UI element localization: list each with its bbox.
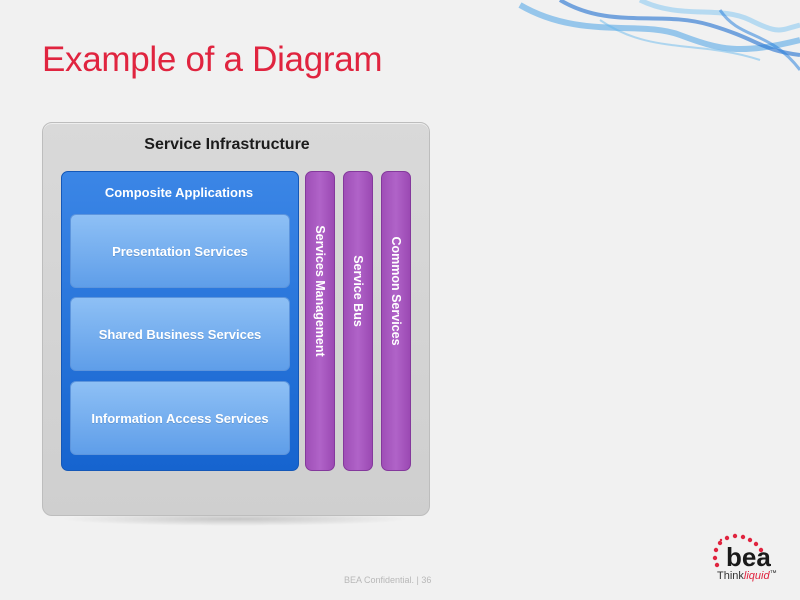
services-management-label: Services Management [313, 225, 327, 357]
service-infrastructure-title: Service Infrastructure [144, 136, 310, 153]
logo-tagline: Thinkliquid™ [717, 570, 777, 582]
common-services-column: Common Services [381, 171, 411, 471]
slide-footer: BEA Confidential. | 36 [344, 575, 432, 585]
logo-tm: ™ [769, 570, 777, 577]
common-services-label: Common Services [389, 236, 403, 346]
presentation-services-box: Presentation Services [70, 214, 290, 288]
slide-title: Example of a Diagram [42, 40, 383, 79]
shared-business-services-box: Shared Business Services [70, 297, 290, 371]
logo-think: Think [717, 570, 744, 582]
services-management-column: Services Management [305, 171, 335, 471]
decorative-swirl [518, 0, 800, 71]
bea-logo: bea [712, 533, 771, 572]
service-bus-label: Service Bus [351, 255, 365, 327]
logo-text: bea [726, 542, 771, 572]
logo-liquid: liquid [743, 570, 770, 582]
information-access-services-box: Information Access Services [70, 381, 290, 455]
composite-applications-title: Composite Applications [104, 185, 254, 200]
service-bus-column: Service Bus [343, 171, 373, 471]
